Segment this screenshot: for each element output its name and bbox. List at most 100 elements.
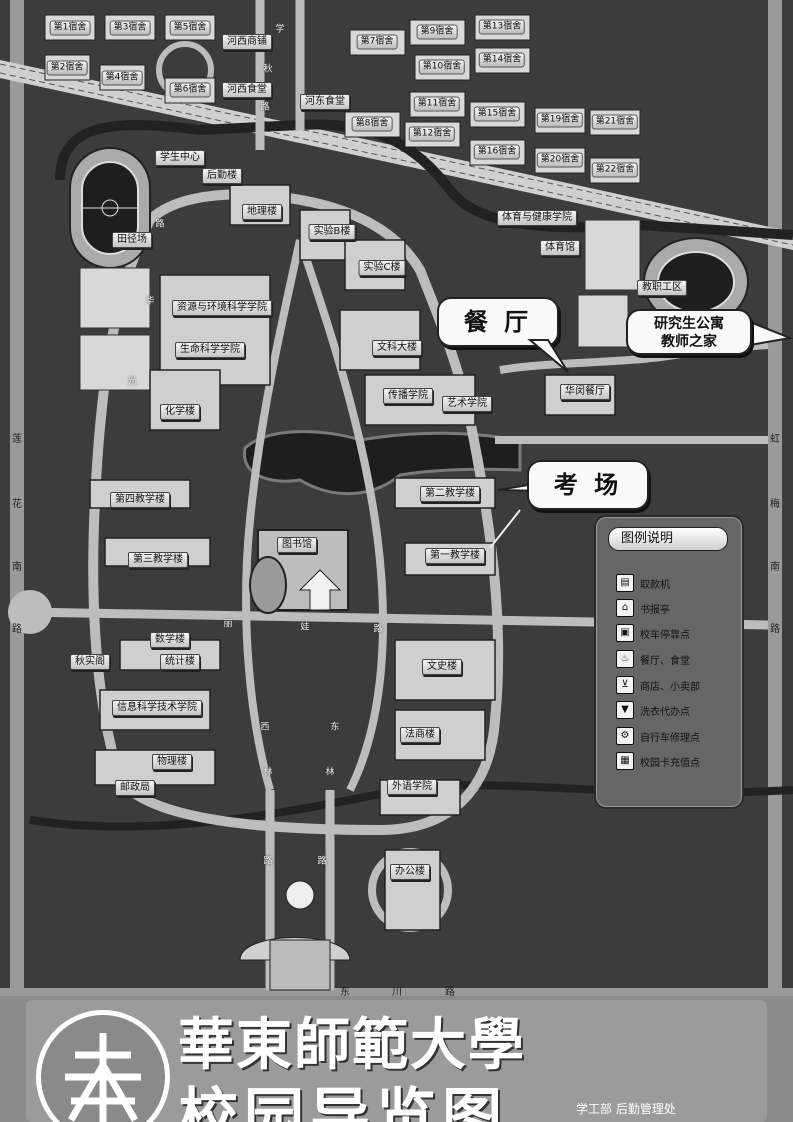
road-char: 东 bbox=[330, 722, 340, 733]
road-char: 秋 bbox=[263, 64, 273, 75]
road-char: 路 bbox=[263, 856, 273, 867]
building-label[interactable]: 统计楼 bbox=[160, 654, 200, 670]
building-label[interactable]: 学生中心 bbox=[155, 150, 205, 166]
building-label[interactable]: 体育馆 bbox=[540, 240, 580, 256]
road-char: 东 bbox=[340, 987, 350, 998]
dorm-label[interactable]: 第6宿舍 bbox=[169, 82, 211, 98]
building-label[interactable]: 教职工区 bbox=[637, 280, 687, 296]
building-label[interactable]: 后勤楼 bbox=[202, 168, 242, 184]
legend-item[interactable]: ▣ 校车停靠点 bbox=[616, 624, 690, 642]
building-label[interactable]: 图书馆 bbox=[277, 537, 317, 553]
building-label[interactable]: 物理楼 bbox=[152, 754, 192, 770]
legend-label: 取款机 bbox=[640, 579, 670, 591]
railway bbox=[0, 60, 793, 250]
road-char: 花 bbox=[12, 499, 22, 510]
dorm-label[interactable]: 第12宿舍 bbox=[408, 126, 456, 142]
building-label[interactable]: 河东食堂 bbox=[300, 94, 350, 110]
legend-item[interactable]: ▼ 洗衣代办点 bbox=[616, 701, 690, 719]
dorm-label[interactable]: 第19宿舍 bbox=[536, 112, 584, 128]
building-label[interactable]: 外语学院 bbox=[387, 779, 437, 795]
dorm-label[interactable]: 第9宿舍 bbox=[416, 24, 458, 40]
building-label[interactable]: 河西食堂 bbox=[222, 82, 272, 98]
road-char: 路 bbox=[317, 856, 327, 867]
card-recharge-icon: ▦ bbox=[616, 752, 634, 770]
building-label[interactable]: 第一教学楼 bbox=[425, 548, 485, 564]
building-label[interactable]: 邮政局 bbox=[115, 780, 155, 796]
stadium-west bbox=[69, 147, 151, 269]
dorm-label[interactable]: 第21宿舍 bbox=[591, 114, 639, 130]
legend-label: 校车停靠点 bbox=[640, 629, 690, 641]
laundry-icon: ▼ bbox=[616, 701, 634, 719]
dorm-label[interactable]: 第10宿舍 bbox=[418, 59, 466, 75]
building-label[interactable]: 第三教学楼 bbox=[128, 552, 188, 568]
dorm-label[interactable]: 第1宿舍 bbox=[49, 20, 91, 36]
road-char: 路 bbox=[155, 219, 165, 230]
building-label[interactable]: 文史楼 bbox=[422, 659, 462, 675]
legend-label: 校园卡充值点 bbox=[640, 757, 700, 769]
legend-item[interactable]: ⌂ 书报亭 bbox=[616, 599, 670, 617]
dorm-label[interactable]: 第8宿舍 bbox=[351, 116, 393, 132]
building-label[interactable]: 化学楼 bbox=[160, 404, 200, 420]
building-label[interactable]: 秋实阁 bbox=[70, 654, 110, 670]
building-label[interactable]: 文科大楼 bbox=[372, 340, 422, 356]
dorm-label[interactable]: 第15宿舍 bbox=[473, 106, 521, 122]
road-char: 川 bbox=[392, 987, 402, 998]
dorm-label[interactable]: 第5宿舍 bbox=[169, 20, 211, 36]
stadium-east bbox=[643, 237, 749, 327]
dorm-label[interactable]: 第22宿舍 bbox=[591, 162, 639, 178]
legend-item[interactable]: ▤ 取款机 bbox=[616, 574, 670, 592]
dorm-label[interactable]: 第2宿舍 bbox=[46, 60, 88, 76]
legend-label: 洗衣代办点 bbox=[640, 706, 690, 718]
building-label[interactable]: 华闵餐厅 bbox=[560, 384, 610, 400]
building-label[interactable]: 生命科学学院 bbox=[175, 342, 245, 358]
department-credit: 学工部 后勤管理处 bbox=[576, 1102, 676, 1116]
building-label[interactable]: 体育与健康学院 bbox=[497, 210, 577, 226]
dorm-label[interactable]: 第11宿舍 bbox=[413, 96, 461, 112]
dorm-label[interactable]: 第3宿舍 bbox=[109, 20, 151, 36]
building-label[interactable]: 地理楼 bbox=[242, 204, 282, 220]
legend-item[interactable]: ⚙ 自行车修理点 bbox=[616, 727, 700, 745]
dorm-label[interactable]: 第16宿舍 bbox=[473, 144, 521, 160]
building-label[interactable]: 第四教学楼 bbox=[110, 492, 170, 508]
building-label[interactable]: 田径场 bbox=[112, 232, 152, 248]
dorm-label[interactable]: 第14宿舍 bbox=[478, 52, 526, 68]
exam-callout[interactable]: 考 场 bbox=[527, 460, 649, 510]
legend-label: 自行车修理点 bbox=[640, 732, 700, 744]
dorm-label[interactable]: 第7宿舍 bbox=[356, 34, 398, 50]
building-label[interactable]: 资源与环境科学学院 bbox=[172, 300, 272, 316]
dorm-label[interactable]: 第13宿舍 bbox=[478, 19, 526, 35]
legend-item[interactable]: ♨ 餐厅、食堂 bbox=[616, 650, 690, 668]
building-label[interactable]: 办公楼 bbox=[390, 864, 430, 880]
legend-label: 书报亭 bbox=[640, 604, 670, 616]
road-char: 莲 bbox=[12, 434, 22, 445]
road-char: 路 bbox=[12, 624, 22, 635]
legend-item[interactable]: ⊻ 商店、小卖部 bbox=[616, 676, 700, 694]
legend-item[interactable]: ▦ 校园卡充值点 bbox=[616, 752, 700, 770]
building-label[interactable]: 艺术学院 bbox=[442, 396, 492, 412]
building-label[interactable]: 法商楼 bbox=[400, 727, 440, 743]
building-label[interactable]: 实验C楼 bbox=[358, 260, 406, 276]
building-label[interactable]: 传播学院 bbox=[383, 388, 433, 404]
building-label[interactable]: 数学楼 bbox=[150, 632, 190, 648]
grad-apartment-callout[interactable]: 研究生公寓 教师之家 bbox=[626, 309, 752, 355]
road-char: 娃 bbox=[300, 622, 310, 633]
grad-apartment-line2: 教师之家 bbox=[661, 334, 717, 350]
road-char: 路 bbox=[770, 624, 780, 635]
building-label[interactable]: 实验B楼 bbox=[308, 224, 356, 240]
road-char: 林 bbox=[325, 767, 335, 778]
dining-callout[interactable]: 餐 厅 bbox=[437, 297, 559, 347]
building-label[interactable]: 河西商铺 bbox=[222, 34, 272, 50]
atm-icon: ▤ bbox=[616, 574, 634, 592]
legend-label: 餐厅、食堂 bbox=[640, 655, 690, 667]
dining-icon: ♨ bbox=[616, 650, 634, 668]
building-label[interactable]: 第二教学楼 bbox=[420, 486, 480, 502]
newsstand-icon: ⌂ bbox=[616, 599, 634, 617]
road-char: 南 bbox=[770, 562, 780, 573]
map-title: 校园导览图 bbox=[178, 1082, 508, 1122]
legend-panel: 图例说明 ▤ 取款机 ⌂ 书报亭 ▣ 校车停靠点 ♨ 餐厅、食堂 ⊻ 商店、小卖… bbox=[594, 515, 744, 809]
dorm-label[interactable]: 第4宿舍 bbox=[101, 70, 143, 86]
dorm-label[interactable]: 第20宿舍 bbox=[536, 152, 584, 168]
building-label[interactable]: 信息科学技术学院 bbox=[112, 700, 202, 716]
road-char: 路 bbox=[445, 987, 455, 998]
road-char: 南 bbox=[12, 562, 22, 573]
